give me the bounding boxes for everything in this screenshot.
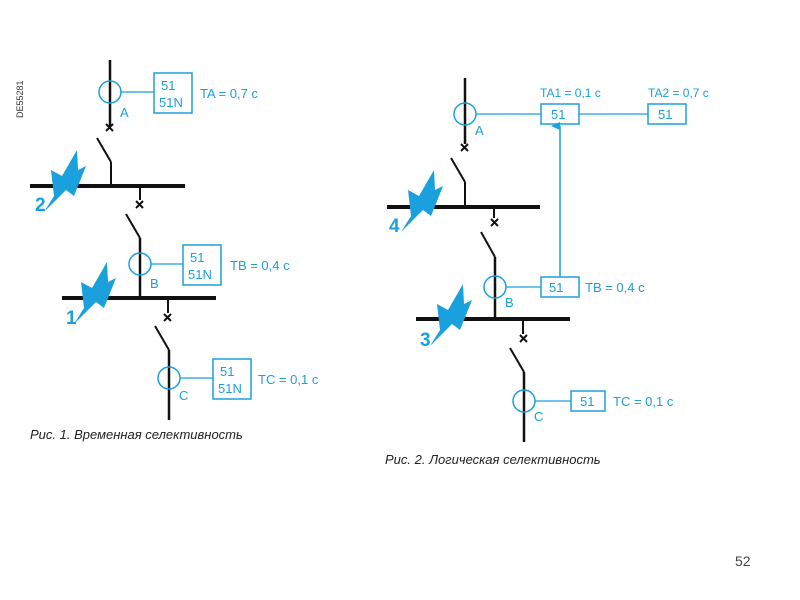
relay-box-c <box>212 358 252 400</box>
fault-lightning-lower <box>430 284 472 346</box>
breaker-cross-a <box>460 143 469 152</box>
fault-number-3: 3 <box>420 330 431 351</box>
relay-box-c <box>570 390 606 412</box>
relay-box-a <box>153 72 193 114</box>
breaker-cross-b <box>490 218 499 227</box>
figure-1-caption: Рис. 1. Временная селективность <box>30 427 243 442</box>
relay-b-code-51n: 51N <box>188 267 212 282</box>
breaker-cross-c <box>519 334 528 343</box>
point-label-b: B <box>505 295 514 310</box>
relay-b-delay: TB = 0,4 с <box>230 258 290 273</box>
relay-a2-delay: TA2 = 0,7 с <box>648 86 709 100</box>
breaker-blade-a <box>96 137 112 163</box>
fault-number-2: 2 <box>35 195 46 216</box>
breaker-blade-b <box>125 213 141 239</box>
page-number: 52 <box>735 553 751 569</box>
relay-a1-delay: TA1 = 0,1 с <box>540 86 601 100</box>
relay-a-delay: TA = 0,7 с <box>200 86 258 101</box>
relay-b-code: 51 <box>549 280 563 295</box>
fault-number-4: 4 <box>389 216 400 237</box>
document-code: DE55281 <box>15 80 25 118</box>
fault-number-1: 1 <box>66 308 77 329</box>
relay-c-code-51: 51 <box>220 364 234 379</box>
breaker-cross-a <box>105 123 114 132</box>
figure-2-logic-selectivity: A 51 TA1 = 0,1 с 51 TA2 = 0,7 с 4 51 TB … <box>385 78 709 467</box>
relay-c-code-51n: 51N <box>218 381 242 396</box>
relay-box-b <box>182 244 222 286</box>
figure-1-time-selectivity: 51 51N TA = 0,7 с A 2 51 51N TB = 0,4 с … <box>30 60 319 442</box>
relay-c-delay: TC = 0,1 с <box>258 372 319 387</box>
point-label-a: A <box>475 123 484 138</box>
relay-a2-code: 51 <box>658 107 672 122</box>
relay-a1-code: 51 <box>551 107 565 122</box>
relay-box-b <box>540 276 580 298</box>
relay-box-a2 <box>647 103 687 125</box>
breaker-cross-c <box>163 313 172 322</box>
fault-lightning-lower <box>74 262 116 324</box>
point-label-b: B <box>150 276 159 291</box>
breaker-blade-c <box>509 347 525 373</box>
point-label-c: C <box>179 388 188 403</box>
breaker-cross-b <box>135 200 144 209</box>
relay-a-code-51: 51 <box>161 78 175 93</box>
breaker-blade-c <box>154 325 170 351</box>
point-label-a: A <box>120 105 129 120</box>
relay-c-delay: TC = 0,1 с <box>613 394 674 409</box>
fault-lightning-upper <box>44 150 86 212</box>
point-label-c: C <box>534 409 543 424</box>
fault-lightning-upper <box>401 170 443 232</box>
relay-b-code-51: 51 <box>190 250 204 265</box>
relay-c-code: 51 <box>580 394 594 409</box>
breaker-blade-b <box>480 231 496 258</box>
relay-b-delay: TB = 0,4 с <box>585 280 645 295</box>
relay-a-code-51n: 51N <box>159 95 183 110</box>
breaker-blade-a <box>450 157 466 183</box>
figure-2-caption: Рис. 2. Логическая селективность <box>385 452 601 467</box>
